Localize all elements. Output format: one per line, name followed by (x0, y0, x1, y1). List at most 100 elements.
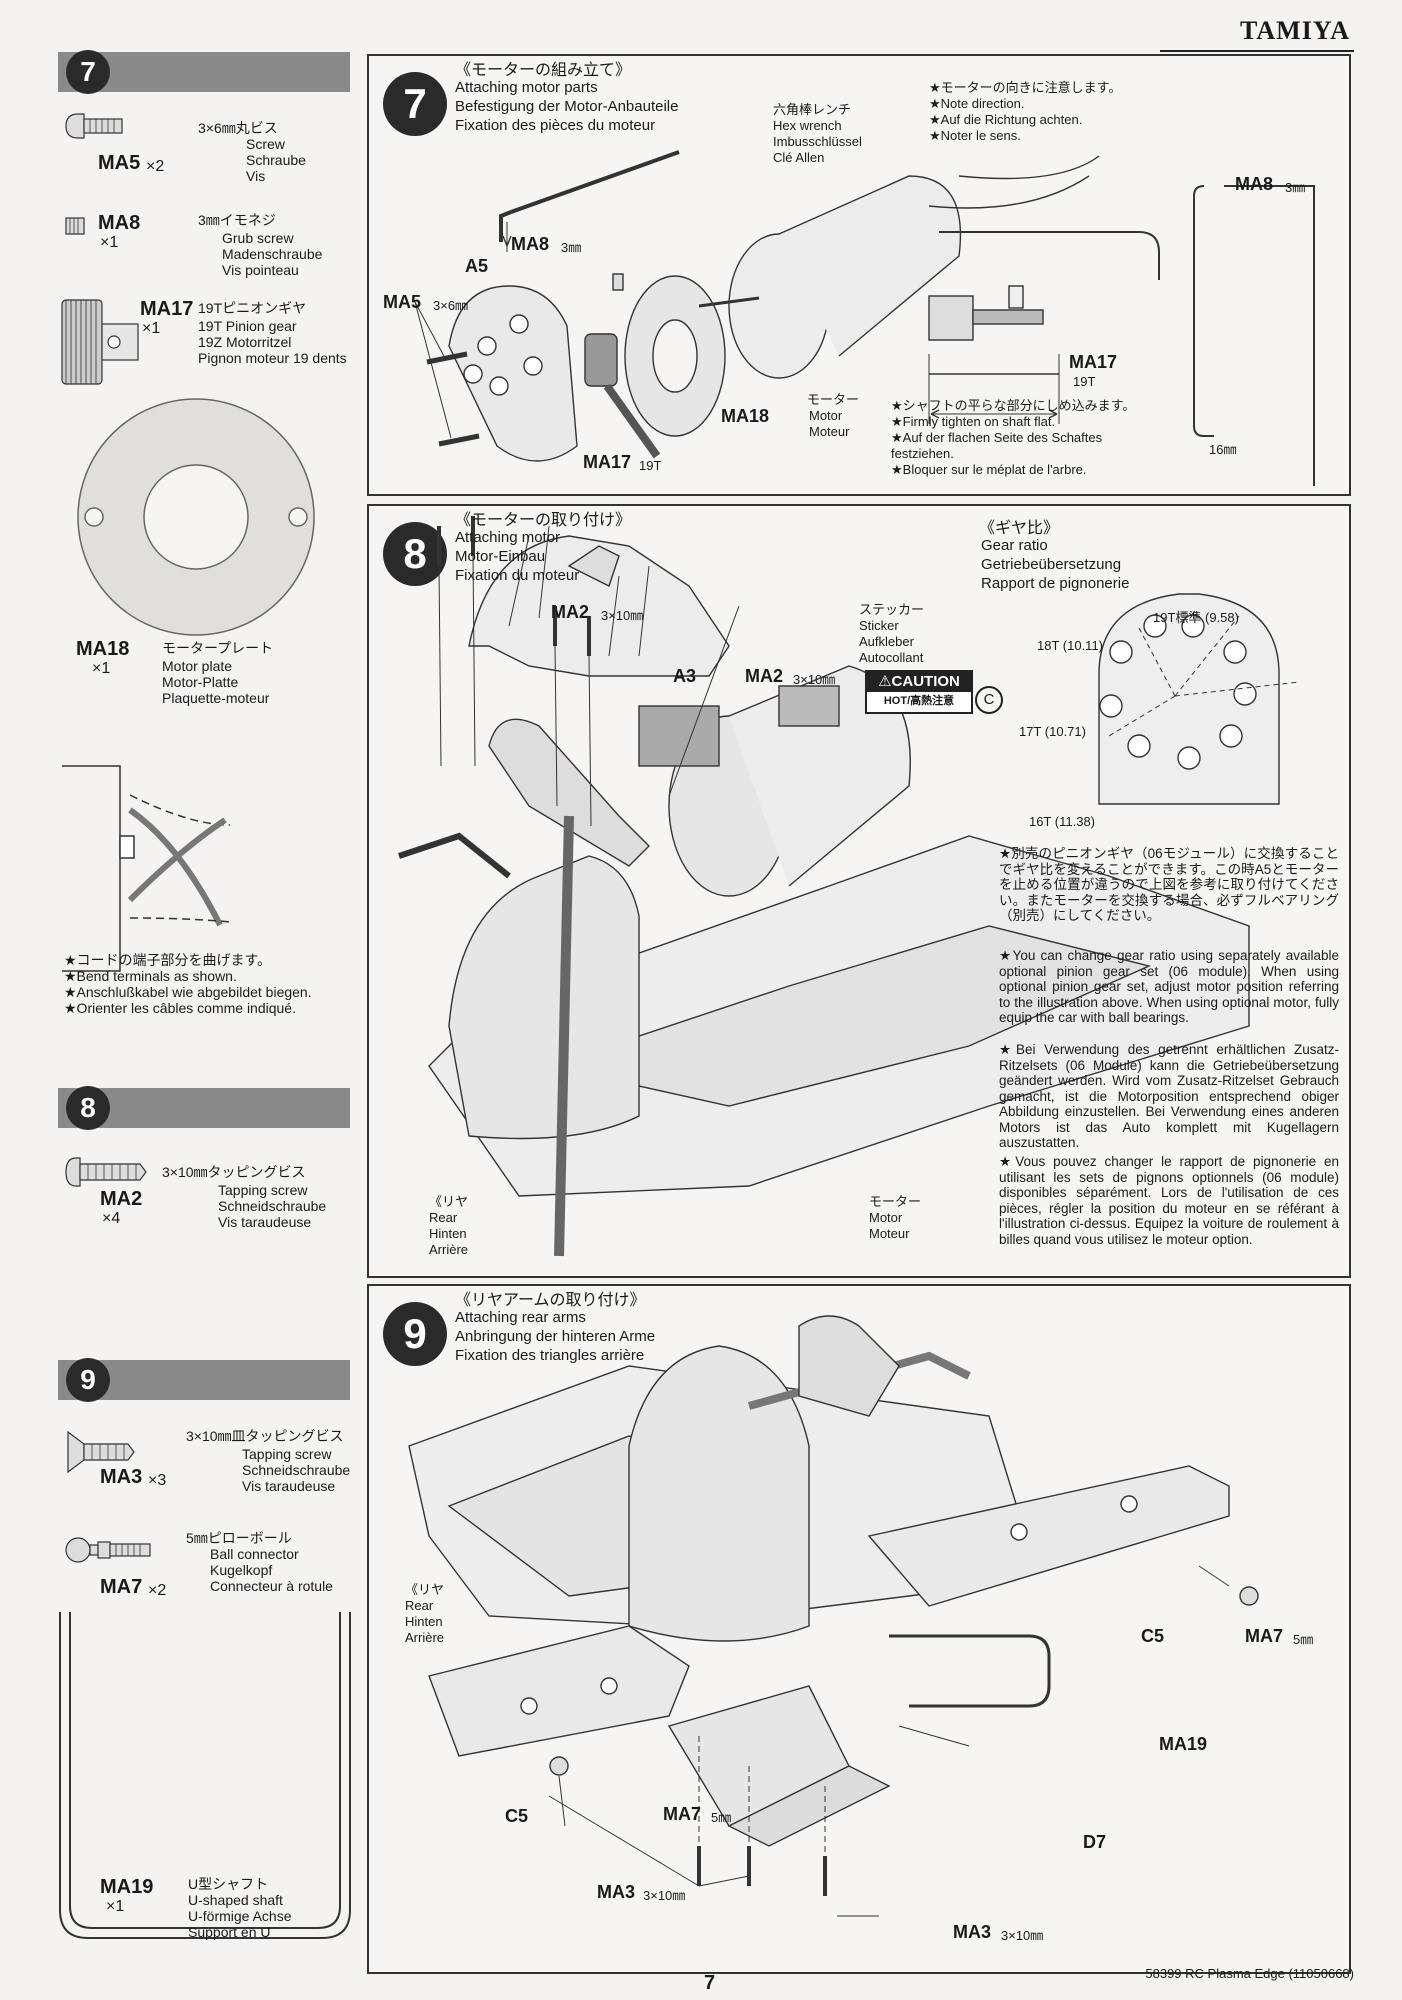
direction-de: ★Auf die Richtung achten. (929, 112, 1083, 127)
step7-number: 7 (383, 72, 447, 136)
lbl-ma8-mm: 3㎜ (561, 240, 582, 255)
sticker-jp: ステッカー (859, 602, 925, 617)
gear-note-jp: ★別売のピニオンギヤ（06モジュール）に交換することでギヤ比を変えることができま… (999, 846, 1339, 923)
ma3-jp: 3×10㎜皿タッピングビス (186, 1428, 344, 1444)
ma2-qty: ×4 (102, 1210, 121, 1227)
ma18-fr: Plaquette-moteur (162, 690, 270, 706)
step7-title-de: Befestigung der Motor-Anbauteile (455, 98, 679, 115)
caution-sticker: ⚠CAUTION HOT/高熱注意 (865, 670, 973, 714)
ma7-ball-connector-icon (65, 1537, 151, 1563)
bend-note-fr: ★Orienter les câbles comme indiqué. (64, 1000, 296, 1016)
ma17-de: 19Z Motorritzel (198, 334, 292, 350)
ma8-fr: Vis pointeau (222, 262, 299, 278)
gear-17t: 17T (10.71) (1019, 724, 1086, 739)
bend-note-en: ★Bend terminals as shown. (64, 968, 237, 984)
sidebar-step8-header: 8 (58, 1086, 350, 1130)
sticker-en: Sticker (859, 618, 899, 633)
step7-title-jp: 《モーターの組み立て》 (455, 62, 632, 79)
bend-note-de: ★Anschlußkabel wie abgebildet biegen. (64, 984, 312, 1000)
step9-title-jp: 《リヤアームの取り付け》 (455, 1292, 646, 1309)
caution-sticker-title: ⚠CAUTION (867, 672, 971, 692)
lbl-ma19: MA19 (1159, 1734, 1208, 1754)
ma3-en: Tapping screw (242, 1446, 332, 1462)
ma5-jp: 3×6㎜丸ビス (198, 120, 278, 136)
step9-drawing (408, 1315, 1259, 1917)
step8-title-fr: Fixation du moteur (455, 567, 580, 584)
lbl-ma7-right-mm: 5㎜ (1293, 1632, 1314, 1647)
ma19-u-shaft-icon (59, 1612, 351, 1939)
rear-jp: 《リヤ (429, 1194, 469, 1209)
ma5-code: MA5 (98, 152, 141, 174)
sidebar-step9-header: 9 (58, 1358, 350, 1402)
direction-fr: ★Noter le sens. (929, 128, 1021, 143)
ma19-fr: Support en U (188, 1924, 271, 1940)
ma2-code: MA2 (100, 1188, 143, 1210)
step9-number: 9 (383, 1302, 447, 1366)
wrench-en: Hex wrench (773, 118, 842, 133)
lbl-a3: A3 (673, 666, 697, 686)
gear-18t: 18T (10.11) (1037, 638, 1104, 653)
lbl-ma17: MA17 (583, 452, 632, 472)
motor-fr: Moteur (809, 424, 850, 439)
rear9-fr: Arrière (405, 1630, 445, 1645)
shaft-de1: ★Auf der flachen Seite des Schaftes (891, 430, 1103, 445)
sticker-c-mark: C (975, 686, 1003, 714)
shaft-de2: festziehen. (891, 446, 954, 461)
step8-panel: 8 (367, 504, 1351, 1278)
ma19-jp: U型シャフト (188, 1876, 269, 1892)
lbl-ma2-left-size: 3×10㎜ (601, 608, 644, 623)
step7-drawing (414, 150, 1315, 486)
lbl-ma7-right: MA7 (1245, 1626, 1284, 1646)
ma8-qty: ×1 (100, 234, 119, 251)
gear-note-fr: ★Vous pouvez changer le rapport de pigno… (999, 1154, 1339, 1247)
ma5-fr: Vis (246, 168, 266, 184)
ma17-qty: ×1 (142, 320, 161, 337)
gear-note-en: ★You can change gear ratio using separat… (999, 948, 1339, 1025)
ma18-en: Motor plate (162, 658, 233, 674)
gear-ratio-jp: 《ギヤ比》 (979, 520, 1060, 537)
lbl-19t-right: 19T (1073, 374, 1096, 389)
ma2-fr: Vis taraudeuse (218, 1214, 312, 1230)
ma18-jp: モータープレート (162, 640, 274, 656)
rear-de: Hinten (429, 1226, 467, 1241)
sticker-de: Aufkleber (859, 634, 914, 649)
ma2-jp: 3×10㎜タッピングビス (162, 1164, 306, 1180)
gear-19t: 19T標準 (9.58) (1153, 610, 1239, 625)
ma19-code: MA19 (100, 1876, 154, 1898)
ma7-jp: 5㎜ピローボール (186, 1530, 292, 1546)
step8-number: 8 (383, 522, 447, 586)
motor-jp: モーター (807, 392, 860, 407)
step8-title-de: Motor-Einbau (455, 548, 546, 565)
ma2-de: Schneidschraube (218, 1198, 327, 1214)
shaft-jp: ★シャフトの平らな部分にしめ込みます。 (891, 398, 1136, 413)
ma18-motor-plate-icon (77, 398, 315, 636)
ma8-en: Grub screw (222, 230, 294, 246)
step8-title-en: Attaching motor (455, 529, 561, 546)
ma17-pinion-icon (61, 299, 139, 385)
ma7-code: MA7 (100, 1576, 143, 1598)
ma8-de: Madenschraube (222, 246, 323, 262)
motor8-en: Motor (869, 1210, 903, 1225)
lbl-ma18: MA18 (721, 406, 770, 426)
ma8-code: MA8 (98, 212, 141, 234)
gear-ratio-en: Gear ratio (981, 537, 1048, 554)
lbl-c5-left: C5 (505, 1806, 529, 1826)
sidebar-step9-number: 9 (66, 1358, 110, 1402)
lbl-ma2-right-size: 3×10㎜ (793, 672, 836, 687)
step9-panel: 9 (367, 1284, 1351, 1974)
ma2-en: Tapping screw (218, 1182, 308, 1198)
step9-title-fr: Fixation des triangles arrière (455, 1347, 645, 1364)
step7-title-en: Attaching motor parts (455, 79, 598, 96)
step8-drawing (398, 516, 1300, 1257)
lbl-ma3-right-size: 3×10㎜ (1001, 1928, 1044, 1943)
gear-ratio-fr: Rapport de pignonerie (981, 575, 1130, 592)
ma3-code: MA3 (100, 1466, 143, 1488)
wrench-jp: 六角棒レンチ (773, 102, 852, 117)
shaft-fr: ★Bloquer sur le méplat de l'arbre. (891, 462, 1087, 477)
lbl-ma17-right: MA17 (1069, 352, 1118, 372)
rear9-jp: 《リヤ (405, 1582, 445, 1597)
header-rule (1160, 50, 1354, 52)
ma2-screw-icon (65, 1157, 147, 1187)
ma19-en: U-shaped shaft (188, 1892, 283, 1908)
motor8-jp: モーター (869, 1194, 922, 1209)
